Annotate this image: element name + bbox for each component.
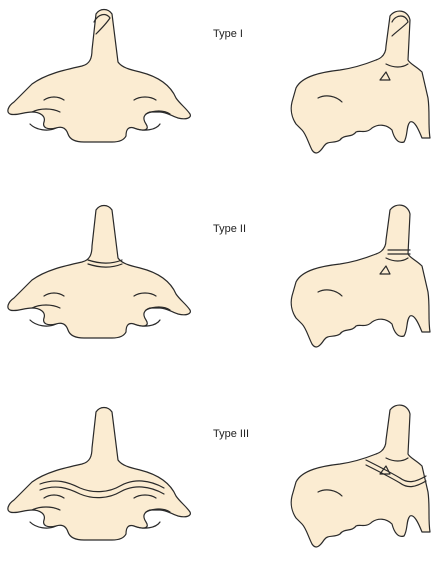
type-2-lateral-view: [291, 205, 430, 347]
type-2-frontal-view: [8, 206, 190, 339]
type-1-label: Type I: [213, 28, 243, 40]
type-2-label: Type II: [213, 223, 246, 235]
type-3-frontal-view: [8, 408, 190, 541]
type-3-label: Type III: [213, 428, 249, 440]
type-1-lateral-view: [291, 11, 430, 153]
type-1-frontal-view: [8, 10, 190, 143]
type-3-lateral-view: [291, 405, 430, 547]
